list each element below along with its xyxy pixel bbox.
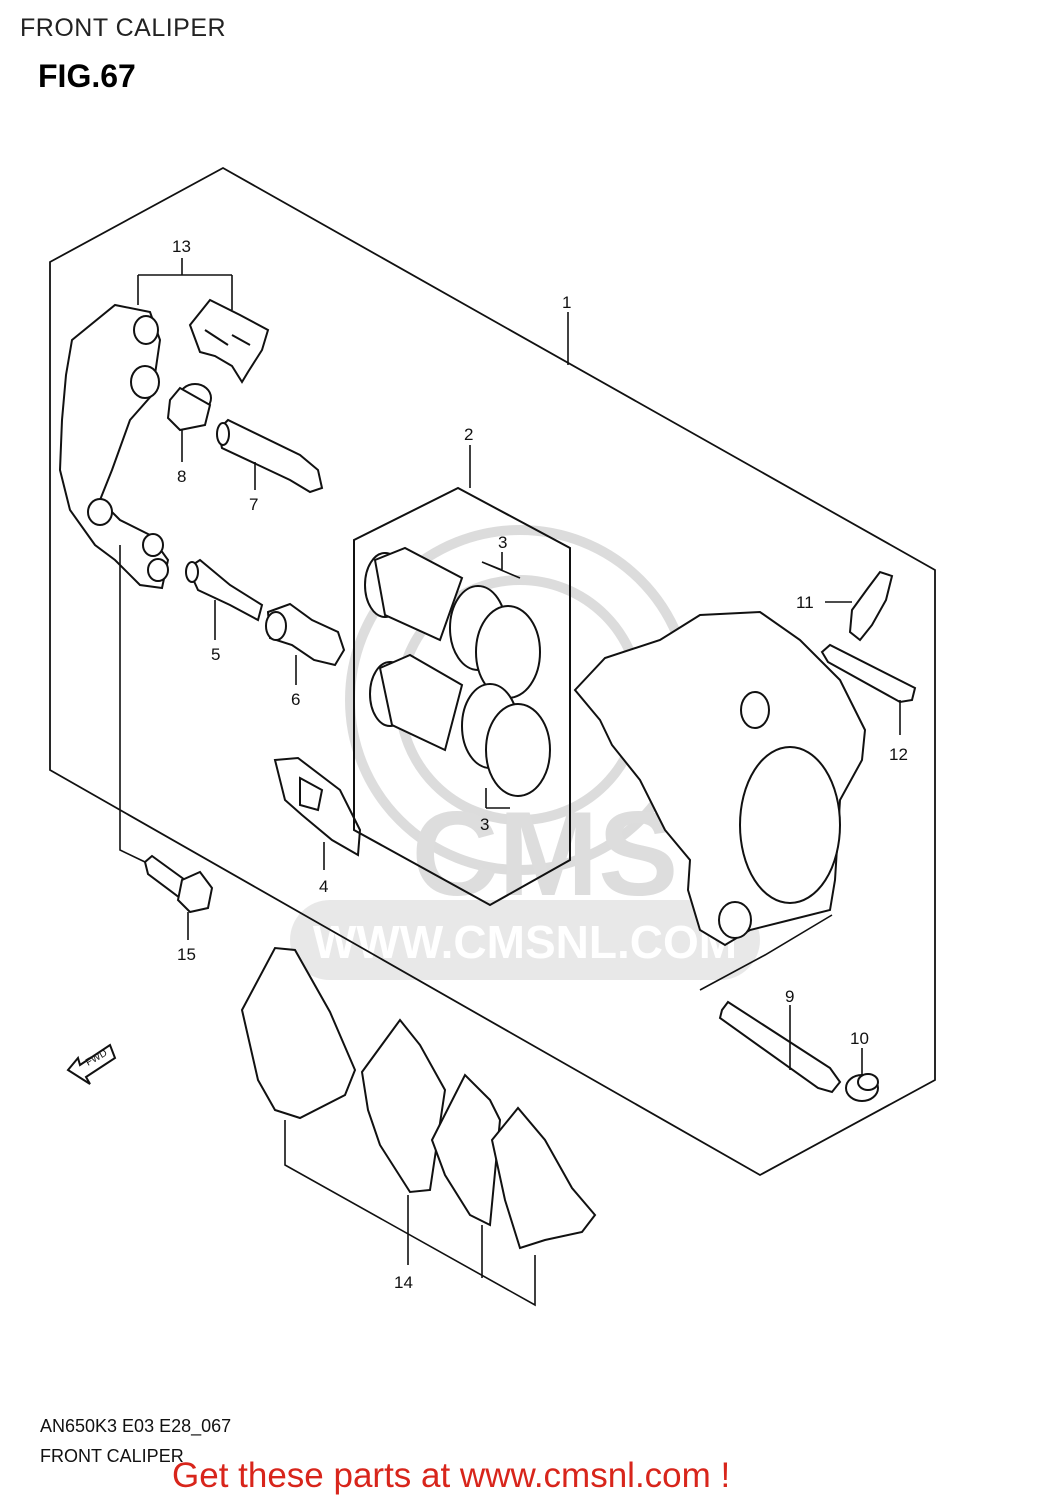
plug-part-10 (845, 1073, 879, 1102)
part-label-4: 4 (319, 877, 328, 896)
pad-spring-part-4 (273, 756, 362, 857)
assembly-outline (49, 166, 936, 1177)
part-label-7: 7 (249, 495, 258, 514)
footer-diagram-code: AN650K3 E03 E28_067 (40, 1416, 232, 1436)
part-label-15: 15 (177, 945, 196, 964)
part-label-1: 1 (562, 293, 571, 312)
callout-labels: 1 2 3 3 4 5 6 7 8 9 10 11 12 13 14 15 (172, 237, 908, 1292)
boot-part-6 (265, 602, 346, 667)
bleeder-valve-part-11 (848, 570, 894, 642)
caliper-bracket (58, 303, 170, 590)
piston-seal-kit-part-2 (353, 486, 571, 907)
part-label-9: 9 (785, 987, 794, 1006)
slide-pin-part-5 (185, 558, 264, 622)
part-label-8: 8 (177, 467, 186, 486)
figure-number: FIG.67 (38, 58, 136, 94)
pad-pin-part-9 (718, 1000, 842, 1094)
part-label-3b: 3 (480, 815, 489, 834)
part-label-2: 2 (464, 425, 473, 444)
watermark-brand: CMS (412, 787, 679, 921)
pad-spring-clip (188, 298, 270, 384)
forward-arrow-icon (66, 1043, 117, 1085)
part-label-11: 11 (796, 593, 814, 612)
part-label-14: 14 (394, 1273, 413, 1292)
part-label-3a: 3 (498, 533, 507, 552)
slide-pin-part-7 (216, 418, 324, 494)
part-label-12: 12 (889, 745, 908, 764)
bolt-part-15 (143, 854, 214, 914)
cta-link-text[interactable]: Get these parts at www.cmsnl.com ! (172, 1456, 731, 1495)
footer-diagram-title: FRONT CALIPER (40, 1446, 184, 1466)
part-label-13: 13 (172, 237, 191, 256)
part-label-10: 10 (850, 1029, 869, 1048)
leader-lines (119, 258, 901, 1307)
caliper-body-part-1 (573, 610, 867, 947)
page-header-title: FRONT CALIPER (20, 14, 227, 42)
bracket-plate-part-12 (820, 643, 917, 704)
boot-part-8 (166, 383, 212, 432)
watermark-url: WWW.CMSNL.COM (313, 916, 737, 968)
part-label-6: 6 (291, 690, 300, 709)
brake-pad-set-part-14 (240, 946, 597, 1250)
part-label-5: 5 (211, 645, 220, 664)
